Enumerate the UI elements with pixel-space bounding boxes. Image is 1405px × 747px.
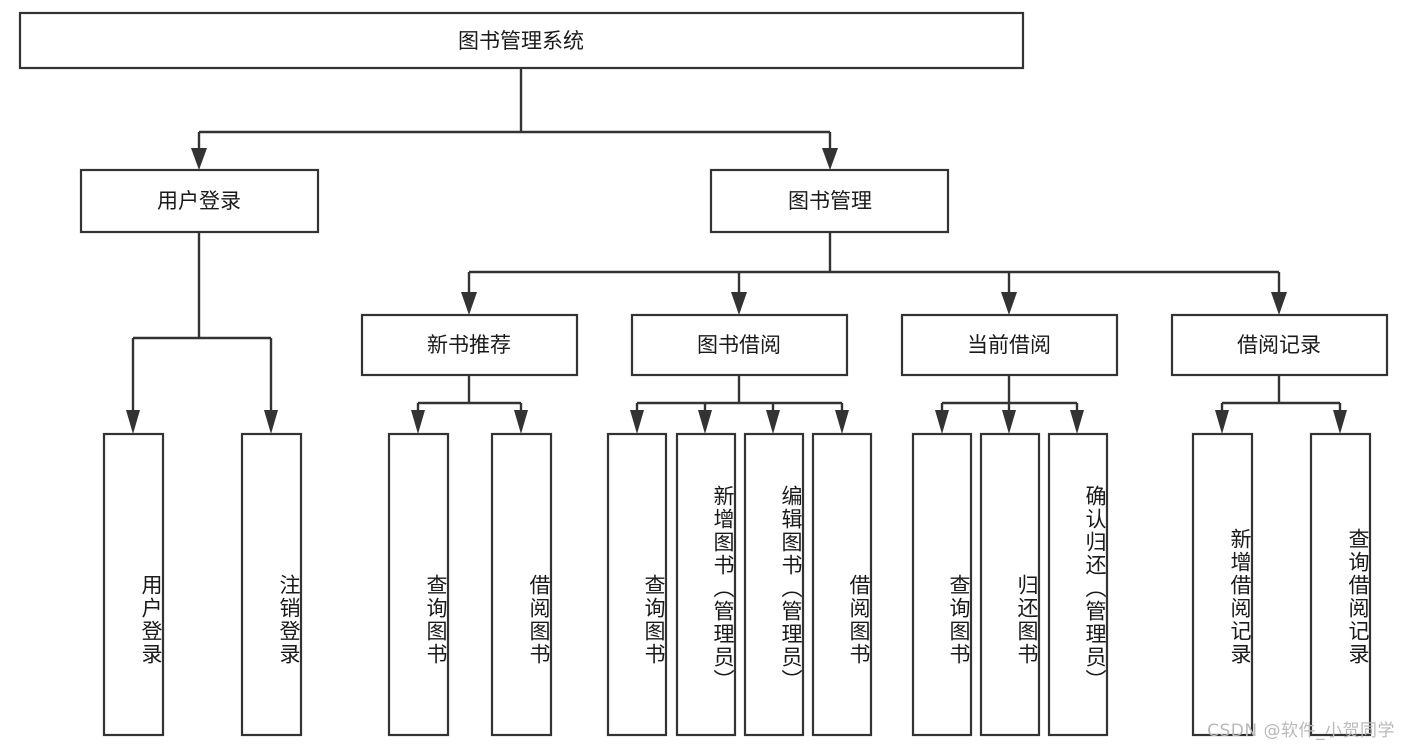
node-leaf-borrow-book-1-box[interactable] <box>490 432 553 737</box>
node-book-manage-label: 图书管理 <box>788 189 872 213</box>
node-leaf-add-record-box[interactable] <box>1191 432 1254 737</box>
node-borrow-record[interactable]: 借阅记录 <box>1170 313 1389 377</box>
arrowhead-leaf-borrow-book-1 <box>514 410 528 434</box>
arrowhead-leaf-borrow-book-2 <box>835 410 849 434</box>
node-new-book-recommend-label: 新书推荐 <box>427 333 511 357</box>
arrowhead-leaf-add-book <box>698 410 712 434</box>
arrowhead-leaf-add-record <box>1215 410 1229 434</box>
node-leaf-edit-book-box[interactable] <box>743 432 805 737</box>
node-current-borrow-label: 当前借阅 <box>967 333 1051 357</box>
node-new-book-recommend[interactable]: 新书推荐 <box>360 313 579 377</box>
node-new-book-recommend-box <box>360 313 579 377</box>
connector-group <box>126 68 1347 434</box>
node-root-label: 图书管理系统 <box>458 29 584 53</box>
arrowhead-leaf-edit-book <box>766 410 780 434</box>
arrowhead-leaf-query-book-1 <box>411 410 425 434</box>
arrowhead-leaf-confirm-return <box>1070 410 1084 434</box>
node-book-manage[interactable]: 图书管理 <box>709 168 950 234</box>
node-current-borrow[interactable]: 当前借阅 <box>900 313 1119 377</box>
node-borrow-record-box <box>1170 313 1389 377</box>
arrowhead-book-manage <box>822 148 838 170</box>
arrowhead-current-borrow <box>1001 292 1017 315</box>
node-leaf-user-logout-box[interactable] <box>240 432 303 737</box>
node-user-login[interactable]: 用户登录 <box>79 168 320 234</box>
node-user-login-box <box>79 168 320 234</box>
arrowhead-leaf-query-book-2 <box>630 410 644 434</box>
node-leaf-user-login-box[interactable] <box>102 432 165 737</box>
node-leaf-return-book-box[interactable] <box>979 432 1041 737</box>
node-book-manage-box <box>709 168 950 234</box>
node-leaf-confirm-return-box[interactable] <box>1047 432 1109 737</box>
watermark-text: CSDN @软件_小贺同学 <box>1207 721 1395 741</box>
node-book-borrow-box <box>630 313 849 377</box>
arrowhead-book-borrow <box>731 292 747 315</box>
arrowhead-leaf-return-book <box>1002 410 1016 434</box>
node-leaf-query-record-box[interactable] <box>1309 432 1372 737</box>
node-root-box <box>18 11 1025 70</box>
node-root[interactable]: 图书管理系统 <box>18 11 1025 70</box>
node-leaf-query-book-2-box[interactable] <box>606 432 668 737</box>
node-user-login-label: 用户登录 <box>157 189 241 213</box>
arrowhead-leaf-user-login <box>126 410 140 434</box>
node-leaf-borrow-book-2-box[interactable] <box>811 432 873 737</box>
arrowhead-borrow-record <box>1271 292 1287 315</box>
node-borrow-record-label: 借阅记录 <box>1237 333 1321 357</box>
arrowhead-user-login <box>191 148 207 170</box>
arrowhead-leaf-query-record <box>1333 410 1347 434</box>
node-leaf-query-book-1-box[interactable] <box>387 432 450 737</box>
node-leaf-query-book-3-box[interactable] <box>911 432 973 737</box>
node-book-borrow[interactable]: 图书借阅 <box>630 313 849 377</box>
node-book-borrow-label: 图书借阅 <box>697 333 781 357</box>
node-current-borrow-box <box>900 313 1119 377</box>
arrowhead-new-book <box>461 292 477 315</box>
arrowhead-leaf-user-logout <box>264 410 278 434</box>
arrowhead-leaf-query-book-3 <box>935 410 949 434</box>
node-leaf-add-book-box[interactable] <box>675 432 737 737</box>
